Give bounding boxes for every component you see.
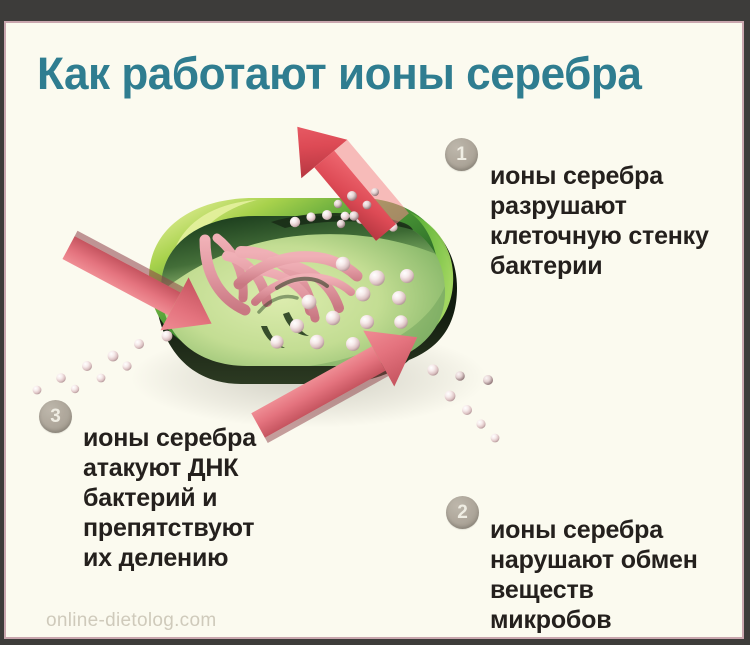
- silver-ions-arrow-2: [427, 364, 500, 443]
- cell-wall: [149, 198, 454, 360]
- step-caption-3: ионы серебра атакуют ДНК бактерий и преп…: [83, 424, 256, 572]
- arrow-step-3: [32, 230, 212, 395]
- step-badge-1: 1: [445, 138, 478, 171]
- step-badge-2: 2: [446, 496, 479, 529]
- silver-ions-arrow-3: [32, 330, 173, 395]
- dna-dark-tails: [261, 312, 309, 348]
- cell-cytoplasm: [161, 216, 445, 366]
- silver-ions-arrow-1: [333, 188, 379, 229]
- step-caption-2: ионы серебра нарушают обмен веществ микр…: [490, 516, 698, 634]
- silver-ions-inside: [270, 256, 414, 351]
- cell-underside: [155, 204, 457, 384]
- infographic-card: Как работают ионы серебра: [4, 21, 744, 639]
- dna-strands: [199, 233, 363, 323]
- step-badge-3: 3: [39, 400, 72, 433]
- cell-ground-shadow: [131, 328, 487, 428]
- cell-wall-breach: [271, 210, 413, 232]
- source-watermark: online-dietolog.com: [46, 610, 217, 631]
- arrow-step-1: [297, 126, 409, 241]
- page-title: Как работают ионы серебра: [37, 48, 642, 99]
- step-caption-1: ионы серебра разрушают клеточную стенку …: [490, 162, 709, 280]
- infographic-card-inner: Как работают ионы серебра: [9, 26, 739, 634]
